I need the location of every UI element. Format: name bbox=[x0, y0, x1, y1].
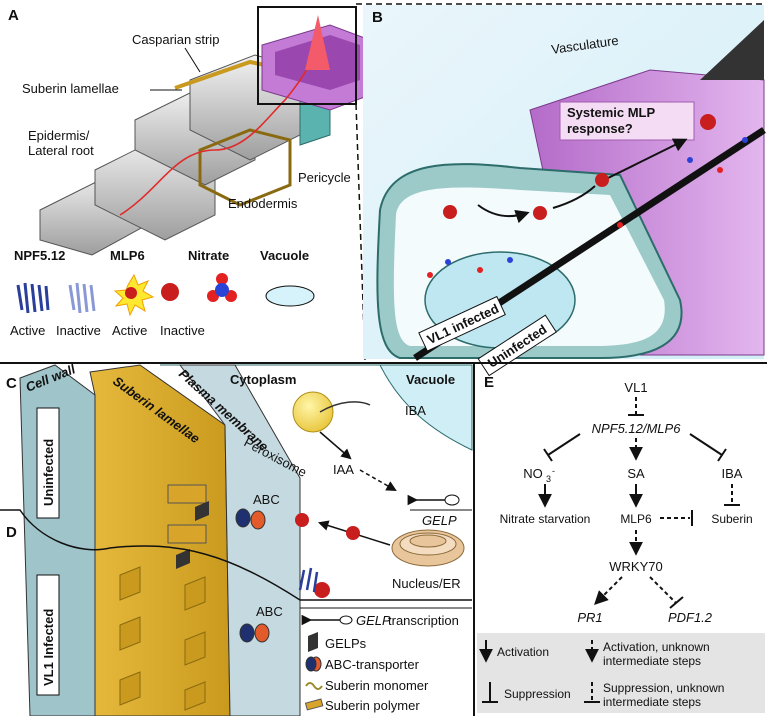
node-pr1: PR1 bbox=[577, 610, 602, 625]
legend-activation-unknown-2: intermediate steps bbox=[603, 654, 701, 668]
suberin-blocks bbox=[119, 484, 209, 711]
legend-gelps: GELPs bbox=[325, 636, 367, 651]
panel-c-letter: C bbox=[6, 375, 17, 392]
legend-suppression: Suppression bbox=[504, 687, 571, 701]
plasma-membrane-layer bbox=[179, 364, 301, 716]
iba-label: IBA bbox=[405, 403, 426, 418]
suberin-lamellae-label: Suberin lamellae bbox=[22, 81, 119, 96]
casparian-label: Casparian strip bbox=[132, 32, 219, 47]
mlp-inactive-icon bbox=[161, 283, 179, 301]
legend-active-1: Active bbox=[10, 323, 45, 338]
epidermis-label-2: Lateral root bbox=[28, 143, 94, 158]
iaa-label: IAA bbox=[333, 462, 354, 477]
gelp-label: GELP bbox=[422, 513, 457, 528]
suberin-monomer-icon bbox=[305, 682, 323, 690]
legend-npf-label: NPF5.12 bbox=[14, 248, 65, 263]
legend-active-2: Active bbox=[112, 323, 147, 338]
legend-vacuole-label: Vacuole bbox=[260, 248, 309, 263]
abc-label-2: ABC bbox=[256, 604, 283, 619]
panel-e-legend-bg bbox=[477, 633, 765, 713]
legend-nitrate-label: Nitrate bbox=[188, 248, 229, 263]
panel-b: Vasculature Systemic MLP response? VL1 i… bbox=[355, 3, 766, 377]
panel-a: A Casparian strip Suberin lamellae Epide… bbox=[8, 6, 371, 338]
legend-inactive-2: Inactive bbox=[160, 323, 205, 338]
node-suberin: Suberin bbox=[711, 512, 752, 526]
legend-activation: Activation bbox=[497, 645, 549, 659]
node-iba: IBA bbox=[722, 466, 743, 481]
pericycle-label: Pericycle bbox=[298, 170, 351, 185]
nucleus-er-label: Nucleus/ER bbox=[392, 576, 461, 591]
node-no3: NO bbox=[523, 466, 543, 481]
peroxisome-shape bbox=[292, 391, 334, 433]
node-no3-sup: - bbox=[552, 466, 555, 476]
panel-e-letter: E bbox=[484, 374, 494, 391]
legend-gelp-transcription: transcription bbox=[388, 613, 459, 628]
endodermis-label: Endodermis bbox=[228, 196, 298, 211]
node-mlp6: MLP6 bbox=[620, 512, 652, 526]
node-wrky70: WRKY70 bbox=[609, 559, 662, 574]
legend-abc: ABC-transporter bbox=[325, 657, 420, 672]
panel-cd: Cell wall Suberin lamellae Plasma membra… bbox=[0, 361, 473, 716]
legend-polymer: Suberin polymer bbox=[325, 698, 420, 713]
panel-d-legend: GELP transcription GELPs ABC-transporter… bbox=[300, 607, 472, 713]
legend-activation-unknown-1: Activation, unknown bbox=[603, 640, 710, 654]
suberin-polymer-icon bbox=[304, 698, 324, 711]
epidermis-label-1: Epidermis/ bbox=[28, 128, 90, 143]
systemic-label-1: Systemic MLP bbox=[567, 105, 655, 120]
npf-active-icon bbox=[16, 282, 50, 314]
legend-suppression-unknown-1: Suppression, unknown bbox=[603, 681, 724, 695]
legend-monomer: Suberin monomer bbox=[325, 678, 429, 693]
nitrate-cluster bbox=[427, 137, 748, 278]
systemic-label-2: response? bbox=[567, 121, 633, 136]
gelps-icon bbox=[308, 632, 318, 652]
legend-mlp-label: MLP6 bbox=[110, 248, 145, 263]
legend-inactive-1: Inactive bbox=[56, 323, 101, 338]
legend-gelp-italic: GELP bbox=[356, 613, 391, 628]
vacuole-label: Vacuole bbox=[406, 372, 455, 387]
panel-b-letter: B bbox=[372, 9, 383, 26]
panel-a-letter: A bbox=[8, 7, 19, 24]
cd-divider bbox=[0, 509, 472, 601]
uninfected-label-c: Uninfected bbox=[41, 439, 56, 506]
mlp-active-protein-icon bbox=[125, 287, 137, 299]
node-npf-mlp6: NPF5.12/MLP6 bbox=[592, 421, 682, 436]
node-sa: SA bbox=[627, 466, 645, 481]
node-no3-sub: 3 bbox=[546, 474, 551, 484]
node-nitrate-starvation: Nitrate starvation bbox=[500, 512, 591, 526]
npf-inactive-icon bbox=[68, 282, 96, 314]
node-pdf12: PDF1.2 bbox=[668, 610, 713, 625]
nitrate-icon bbox=[207, 273, 237, 302]
vl1-infected-label-d: VL1 Infected bbox=[41, 609, 56, 686]
nucleus-er-shape bbox=[391, 529, 465, 567]
vacuole-icon bbox=[265, 285, 315, 307]
cytoplasm-label: Cytoplasm bbox=[230, 372, 296, 387]
abc-label-1: ABC bbox=[253, 492, 280, 507]
node-vl1: VL1 bbox=[624, 380, 647, 395]
root-cells-illustration bbox=[39, 6, 371, 256]
legend-suppression-unknown-2: intermediate steps bbox=[603, 695, 701, 709]
panel-d-letter: D bbox=[6, 524, 17, 541]
panel-e: E VL1 NPF5.12/MLP6 NO 3 - SA IBA Nitrate… bbox=[477, 374, 765, 713]
